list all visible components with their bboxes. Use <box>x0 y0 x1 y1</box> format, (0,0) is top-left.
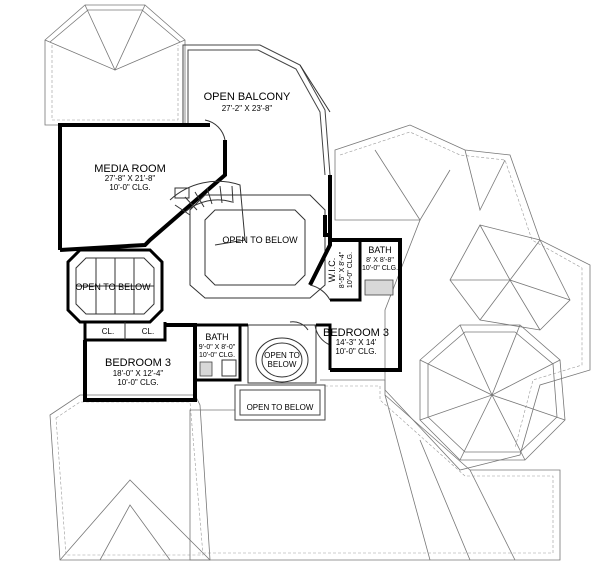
bedroom-right-ceiling: 10'-0" CLG. <box>335 347 376 356</box>
open-to-below-bottom-label: OPEN TO BELOW <box>247 403 314 412</box>
bath-left-walls <box>195 323 242 382</box>
roof-octagon-right <box>419 324 566 461</box>
roof-top-left <box>44 4 186 126</box>
right-suite-walls <box>308 215 402 372</box>
wic-size: 8'-5" X 8'-4" <box>339 251 346 288</box>
roof-right-mid <box>449 224 571 331</box>
open-to-below-round-line2: BELOW <box>268 360 297 369</box>
media-room-label: MEDIA ROOM <box>94 163 166 175</box>
open-to-below-center <box>189 194 326 299</box>
bedroom-left-label: BEDROOM 3 <box>105 357 171 369</box>
open-to-below-left-label: OPEN TO BELOW <box>75 282 151 292</box>
closets <box>83 322 167 342</box>
closet-2-label: CL. <box>142 327 154 336</box>
curved-stair <box>169 180 246 246</box>
bedroom-right-size: 14'-3" X 14' <box>336 338 377 347</box>
media-room-size: 27'-8" X 21'-8" <box>105 174 156 183</box>
bath-right-size: 8' X 8'-8" <box>366 257 394 264</box>
bath-right-label: BATH <box>368 245 391 255</box>
roof-bottom-right <box>189 379 561 561</box>
open-balcony-label: OPEN BALCONY <box>204 91 291 103</box>
bath-left-size: 9'-0" X 8'-0" <box>199 344 236 351</box>
open-to-below-bottom <box>234 384 326 421</box>
bedroom-left-size: 18'-0" X 12'-4" <box>113 369 164 378</box>
roof-right-main <box>334 124 591 471</box>
wic-ceiling: 10'-0" CLG. <box>347 252 354 288</box>
open-to-below-round-line1: OPEN TO <box>264 351 300 360</box>
roof-bottom-left <box>49 394 211 561</box>
bath-left-label: BATH <box>205 332 228 342</box>
open-to-below-round <box>247 324 317 384</box>
media-room-ceiling: 10'-0" CLG. <box>109 183 150 192</box>
open-to-below-left <box>66 248 164 324</box>
open-balcony-size: 27'-2" X 23'-8" <box>222 104 273 113</box>
bedroom-right-label: BEDROOM 3 <box>323 327 389 339</box>
open-balcony <box>182 44 331 176</box>
bedroom-left-ceiling: 10'-0" CLG. <box>117 378 158 387</box>
bedroom-left-walls <box>83 323 197 402</box>
bath-right-ceiling: 10'-0" CLG. <box>362 265 398 272</box>
open-to-below-center-label: OPEN TO BELOW <box>222 235 298 245</box>
hall-walls <box>240 321 332 370</box>
closet-1-label: CL. <box>102 327 114 336</box>
wic-label: W.I.C. <box>327 258 337 283</box>
bath-left-ceiling: 10'-0" CLG. <box>199 352 235 359</box>
